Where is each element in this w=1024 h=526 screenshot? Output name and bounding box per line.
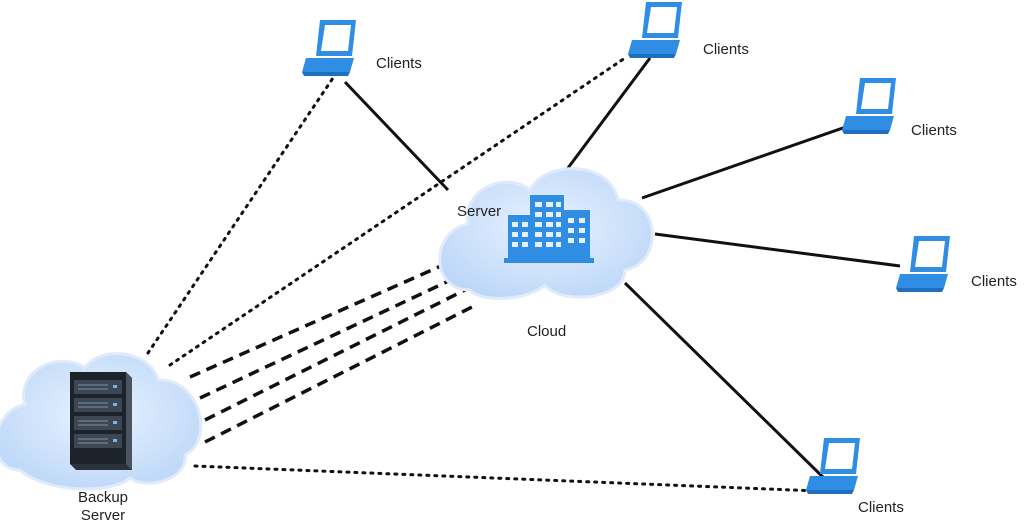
dashed-connections — [189, 260, 479, 444]
server-rack-icon — [70, 372, 132, 470]
laptop-icon — [842, 78, 896, 134]
link-server-client-4 — [654, 232, 901, 268]
laptop-icon — [896, 236, 950, 292]
backup-server-label: Backup Server — [68, 489, 138, 525]
backup-label-line1: Backup — [77, 489, 129, 506]
client-label-3: Clients — [911, 122, 957, 139]
backup-label-line2: Server — [80, 507, 126, 524]
link-backup-server-3 — [204, 288, 466, 422]
link-server-client-5 — [623, 281, 832, 486]
link-backup-client-5 — [193, 464, 820, 493]
client-label-4: Clients — [971, 273, 1017, 290]
dotted-connections — [146, 56, 820, 493]
link-backup-client-1 — [146, 76, 335, 355]
link-backup-server-2 — [199, 276, 456, 400]
solid-connections — [343, 57, 901, 486]
laptop-icon — [806, 438, 860, 494]
office-building-icon — [504, 195, 594, 263]
laptop-icon — [302, 20, 356, 76]
link-server-client-2 — [563, 57, 652, 173]
link-server-client-3 — [641, 120, 861, 200]
server-label: Server — [457, 203, 502, 220]
client-label-2: Clients — [703, 41, 749, 58]
laptop-icon — [628, 2, 682, 58]
link-backup-server-1 — [189, 260, 451, 379]
link-backup-client-2 — [168, 56, 627, 367]
link-server-client-1 — [343, 80, 450, 192]
link-backup-server-4 — [204, 302, 479, 444]
client-label-1: Clients — [376, 55, 422, 72]
client-label-5: Clients — [858, 499, 904, 516]
cloud-label: Cloud — [527, 323, 567, 340]
